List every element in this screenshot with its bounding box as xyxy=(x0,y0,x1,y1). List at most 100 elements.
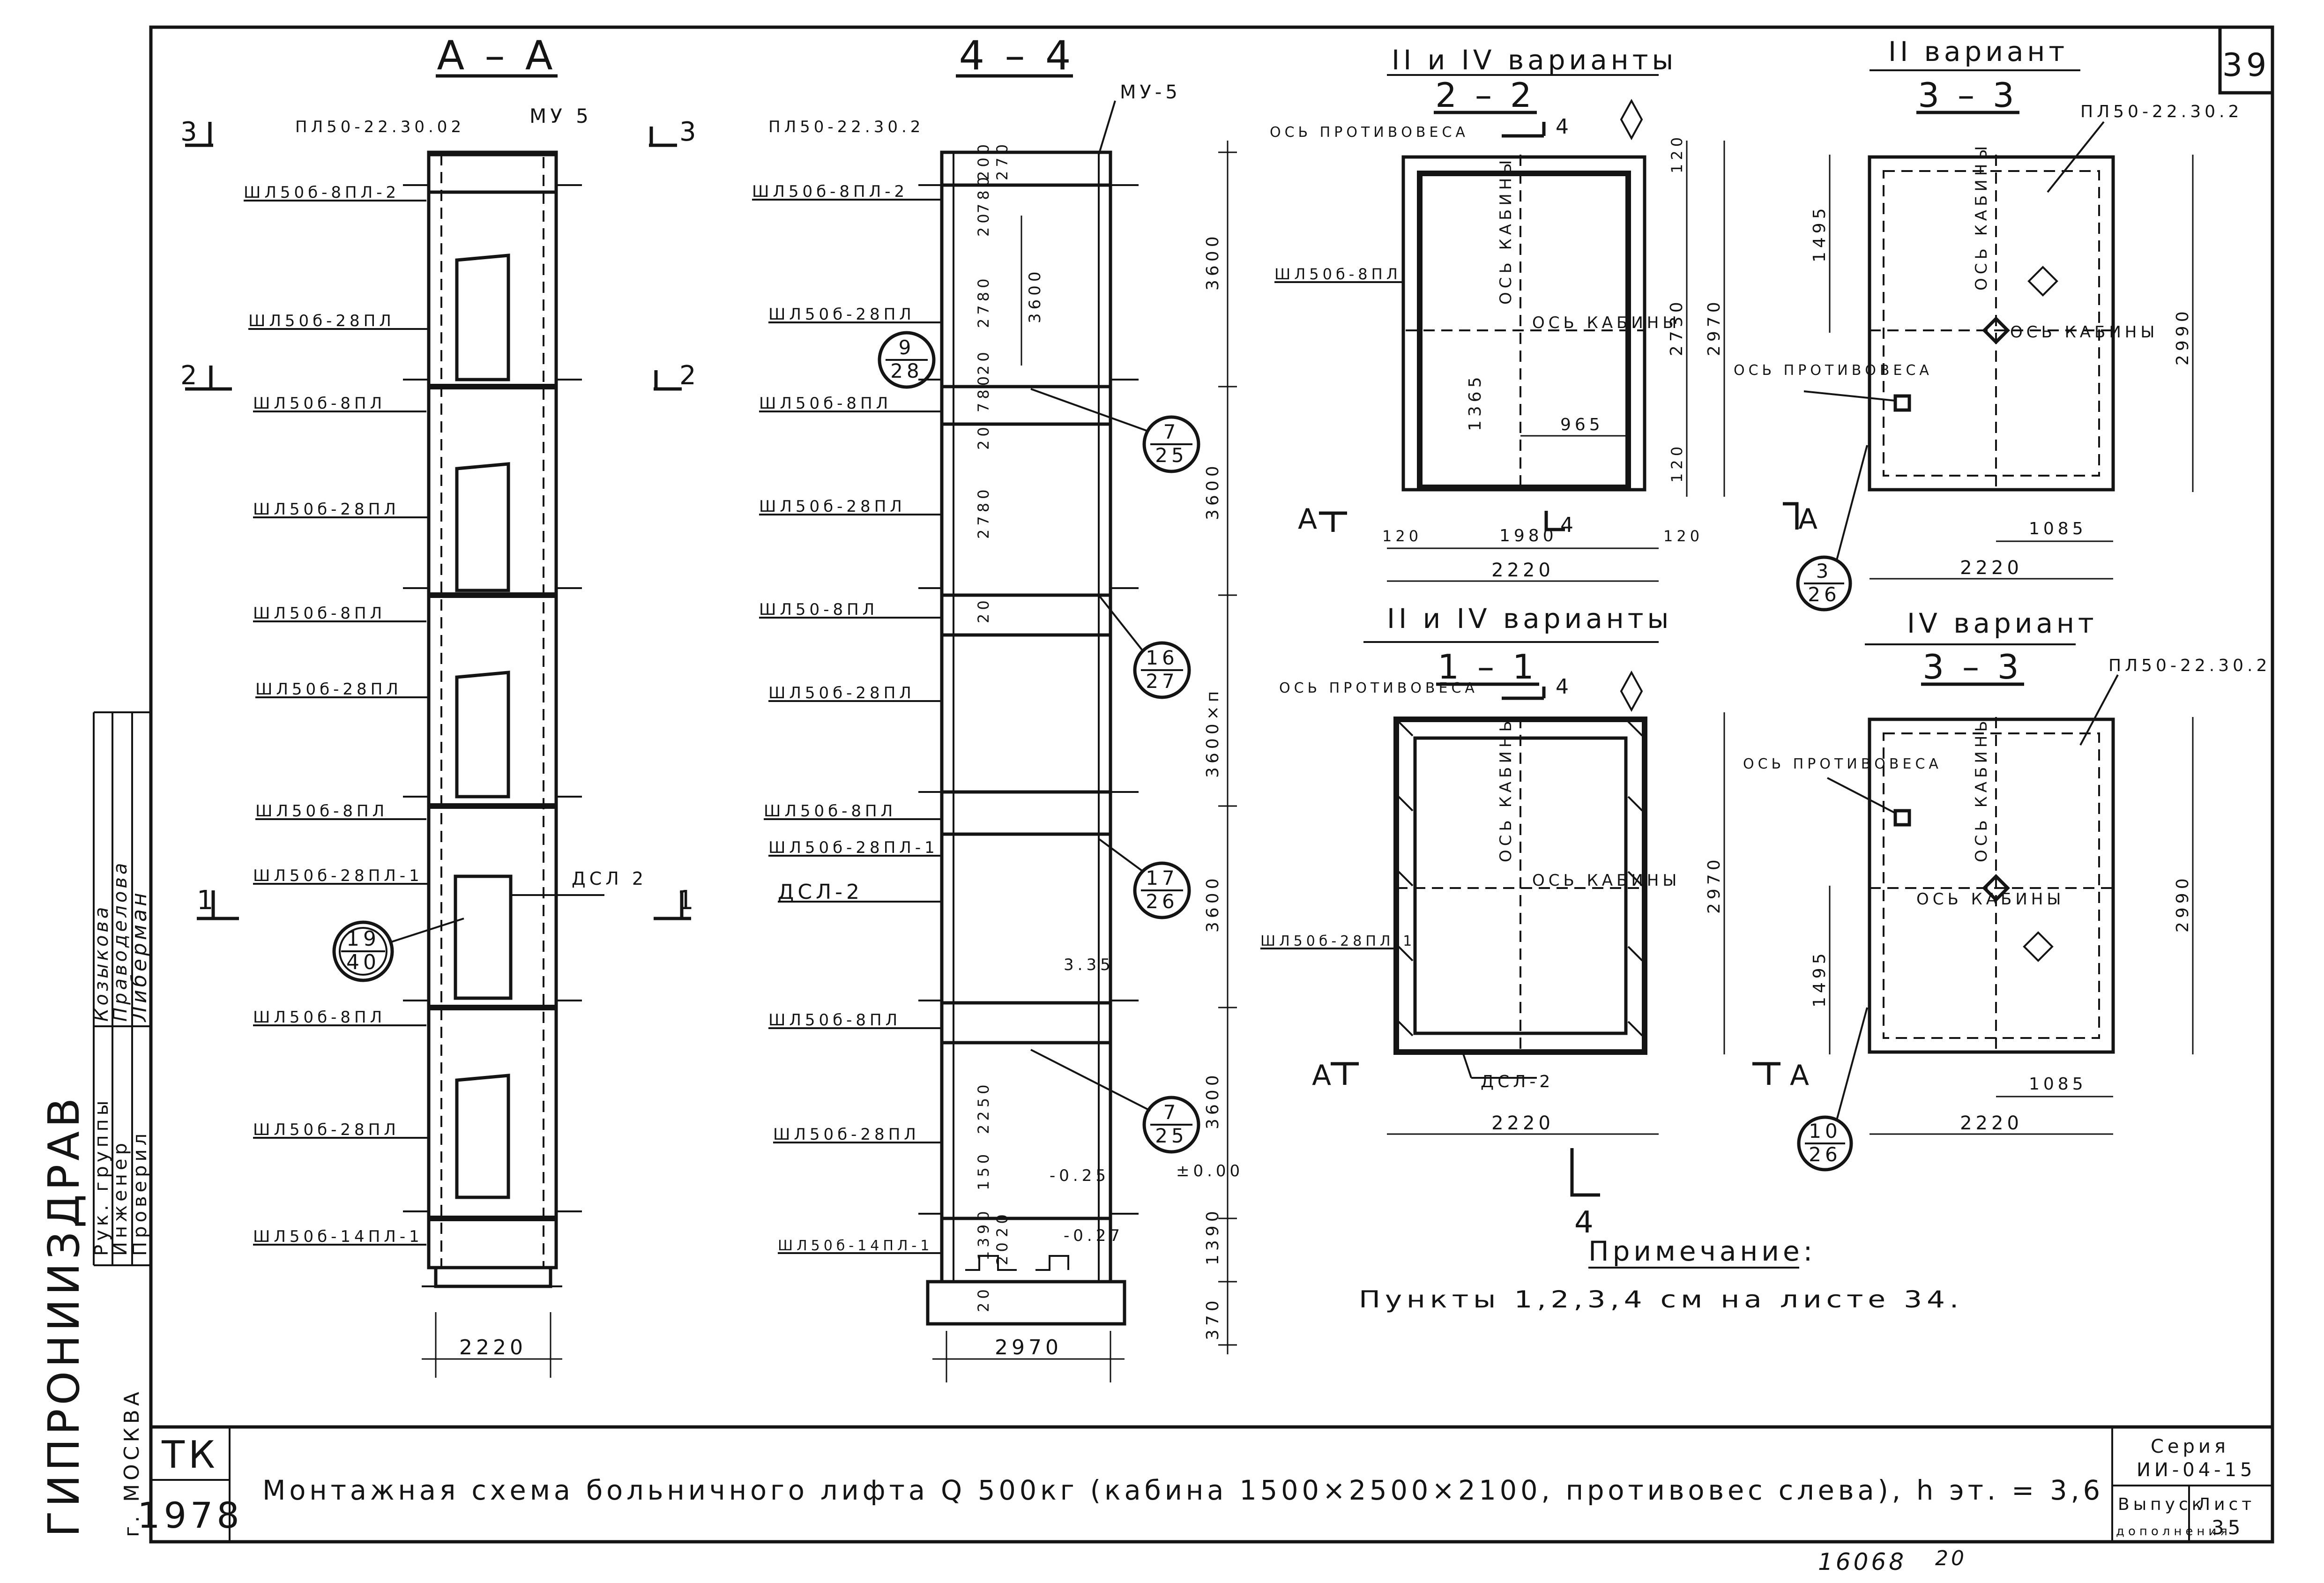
44-co1-bottom: 28 xyxy=(890,359,923,382)
plan33b-heading: IV вариант xyxy=(1907,607,2098,639)
44-dim-20d: 20 xyxy=(975,597,992,623)
plan22-title: 2 – 2 xyxy=(1435,75,1535,115)
plan11-cut4-top: 4 xyxy=(1556,675,1572,699)
plan33b-cut-a: А xyxy=(1790,1059,1813,1092)
plan22-cut4-bottom: 4 xyxy=(1560,513,1577,537)
sheet-number: 39 xyxy=(2222,47,2271,84)
plan22-dim-120a: 120 xyxy=(1668,134,1686,173)
44-label-5: ШЛ50-8ПЛ xyxy=(759,600,878,619)
plan22-dim-120c: 120 xyxy=(1382,527,1422,545)
44-co3-bottom: 27 xyxy=(1146,670,1178,693)
aa-cut-1-left: 1 xyxy=(197,885,217,916)
plan22-dim-2970: 2970 xyxy=(1705,298,1724,356)
plan22-dim-1365: 1365 xyxy=(1466,373,1485,431)
aa-width-dim: 2220 xyxy=(459,1336,527,1359)
stamp-number: 16068 xyxy=(1818,1548,1907,1576)
plan33a-pl: ПЛ50-22.30.2 xyxy=(2080,102,2242,121)
plan33a-callout-top: 3 xyxy=(1816,560,1832,582)
aa-label-4: ШЛ50б-28ПЛ xyxy=(253,500,400,519)
plan11-cut4-bottom: 4 xyxy=(1574,1205,1597,1240)
side-stamp: Рук. группы Инженер Проверил Козыкова Пр… xyxy=(39,860,151,1537)
vypusk-value: дополнения xyxy=(2116,1524,2231,1538)
aa-label-6: ШЛ50б-28ПЛ xyxy=(255,680,402,699)
aa-label-2: ШЛ50б-28ПЛ xyxy=(248,312,395,330)
plan22-heading: II и IV варианты xyxy=(1392,44,1677,76)
44-label-4: ШЛ50б-28ПЛ xyxy=(759,497,906,516)
plan-33-variant-4: IV вариант 3 – 3 ПЛ50-22.30.2 ОСЬ КАБИНЫ… xyxy=(1743,607,2271,1172)
note-text: Пункты 1,2,3,4 см на листе 34. xyxy=(1359,1286,1963,1313)
44-dim-200: 200 xyxy=(975,141,992,180)
note-title: Примечание: xyxy=(1588,1235,1816,1267)
year-label: 1978 xyxy=(137,1494,243,1536)
plan33a-dim-1085: 1085 xyxy=(2029,519,2087,538)
aa-cut-3-left: 3 xyxy=(180,117,201,147)
aa-callout-bottom: 40 xyxy=(346,950,380,974)
44-dim-780b: 780 xyxy=(975,373,992,412)
plan33b-dim-1085: 1085 xyxy=(2029,1075,2087,1094)
44-mark-zero: ±0.00 xyxy=(1176,1162,1244,1180)
44-label-12: ШЛ50б-14ПЛ-1 xyxy=(778,1238,933,1254)
plan33b-callout-bottom: 26 xyxy=(1809,1143,1841,1166)
plan33b-axis-cw: ОСЬ ПРОТИВОВЕСА xyxy=(1743,756,1942,772)
plan33a-dim-1495: 1495 xyxy=(1810,204,1829,262)
44-dim-20f: 20 xyxy=(993,1239,1011,1265)
list-value: 35 xyxy=(2212,1516,2244,1539)
plan-33-variant-2: II вариант 3 – 3 ПЛ50-22.30.2 ОСЬ КАБИНЫ… xyxy=(1734,36,2242,612)
44-width-dim: 2970 xyxy=(995,1336,1062,1359)
44-mu: МУ-5 xyxy=(1120,82,1181,103)
section-aa-title: А – А xyxy=(437,32,556,79)
plan33a-dim-2990: 2990 xyxy=(2173,307,2192,366)
seria-value: ИИ-04-15 xyxy=(2137,1459,2256,1481)
44-dim-270: 270 xyxy=(993,141,1011,180)
44-rdim-1: 3600 xyxy=(1203,232,1222,291)
stamp-note: 20 xyxy=(1935,1546,1967,1570)
44-label-7: ШЛ50б-8ПЛ xyxy=(764,802,896,821)
plan22-dim-120b: 120 xyxy=(1668,443,1686,483)
tk-label: ТК xyxy=(161,1433,219,1477)
vypusk-label: Выпуск xyxy=(2118,1495,2206,1514)
aa-label-7: ШЛ50б-8ПЛ xyxy=(255,802,388,821)
44-label-11: ШЛ50б-28ПЛ xyxy=(773,1125,920,1144)
44-dim-2780b: 2780 xyxy=(975,486,992,539)
stamp-name-3: Либерман xyxy=(127,890,151,1023)
plan33a-title: 3 – 3 xyxy=(1918,75,2018,115)
44-label-10: ШЛ50б-8ПЛ xyxy=(768,1011,901,1030)
44-co4-top: 17 xyxy=(1146,866,1178,889)
plan33b-title: 3 – 3 xyxy=(1922,647,2022,687)
aa-mu: МУ 5 xyxy=(529,105,592,127)
stamp-name-2: Праводелова xyxy=(110,860,131,1022)
plan33a-dim-2220: 2220 xyxy=(1960,557,2023,579)
44-rdim-6: 1390 xyxy=(1203,1207,1222,1265)
44-dim-150: 150 xyxy=(975,1150,992,1190)
drawing-title: Монтажная схема больничного лифта Q 500к… xyxy=(262,1474,2104,1506)
plan33b-axis-cab1: ОСЬ КАБИНЫ xyxy=(1972,714,1991,862)
plan22-axis-cab1: ОСЬ КАБИНЫ xyxy=(1497,157,1515,305)
plan22-cut4-top: 4 xyxy=(1556,115,1572,139)
44-dim-335: 3.35 xyxy=(1064,956,1114,974)
44-label-1: ШЛ50б-8ПЛ-2 xyxy=(752,182,908,201)
institute-name: ГИПРОНИИЗДРАВ xyxy=(39,1094,89,1537)
stamp-role-2: Инженер xyxy=(110,1139,131,1256)
44-co2-bottom: 25 xyxy=(1155,444,1187,467)
plan11-shl: ШЛ50б-28ПЛ-1 xyxy=(1260,933,1415,949)
plan33a-heading: II вариант xyxy=(1888,36,2068,67)
plan11-dim-2970: 2970 xyxy=(1705,856,1724,914)
plan22-dim-2730: 2730 xyxy=(1667,298,1686,356)
44-dim-780a: 780 xyxy=(975,173,992,213)
44-label-8: ШЛ50б-28ПЛ-1 xyxy=(768,838,939,857)
plan33b-dim-2990: 2990 xyxy=(2173,874,2192,933)
44-rdim-7: 370 xyxy=(1203,1297,1222,1340)
44-dim-20e: 20 xyxy=(993,1210,1011,1237)
44-co4-bottom: 26 xyxy=(1146,890,1178,913)
plan22-dim-2220: 2220 xyxy=(1491,560,1554,581)
stamp-name-1: Козыкова xyxy=(91,904,112,1022)
plan11-title: 1 – 1 xyxy=(1438,647,1537,687)
44-co1-top: 9 xyxy=(899,336,915,359)
plan33a-axis-cw: ОСЬ ПРОТИВОВЕСА xyxy=(1734,362,1933,379)
plan33b-pl: ПЛ50-22.30.2 xyxy=(2108,656,2271,675)
plan-11: II и IV варианты 1 – 1 ОСЬ ПРОТИВОВЕСА О… xyxy=(1260,603,1725,1240)
44-label-2: ШЛ50б-28ПЛ xyxy=(768,305,915,324)
44-dim-20g: 20 xyxy=(975,1285,992,1312)
plan22-dim-120d: 120 xyxy=(1663,527,1703,545)
